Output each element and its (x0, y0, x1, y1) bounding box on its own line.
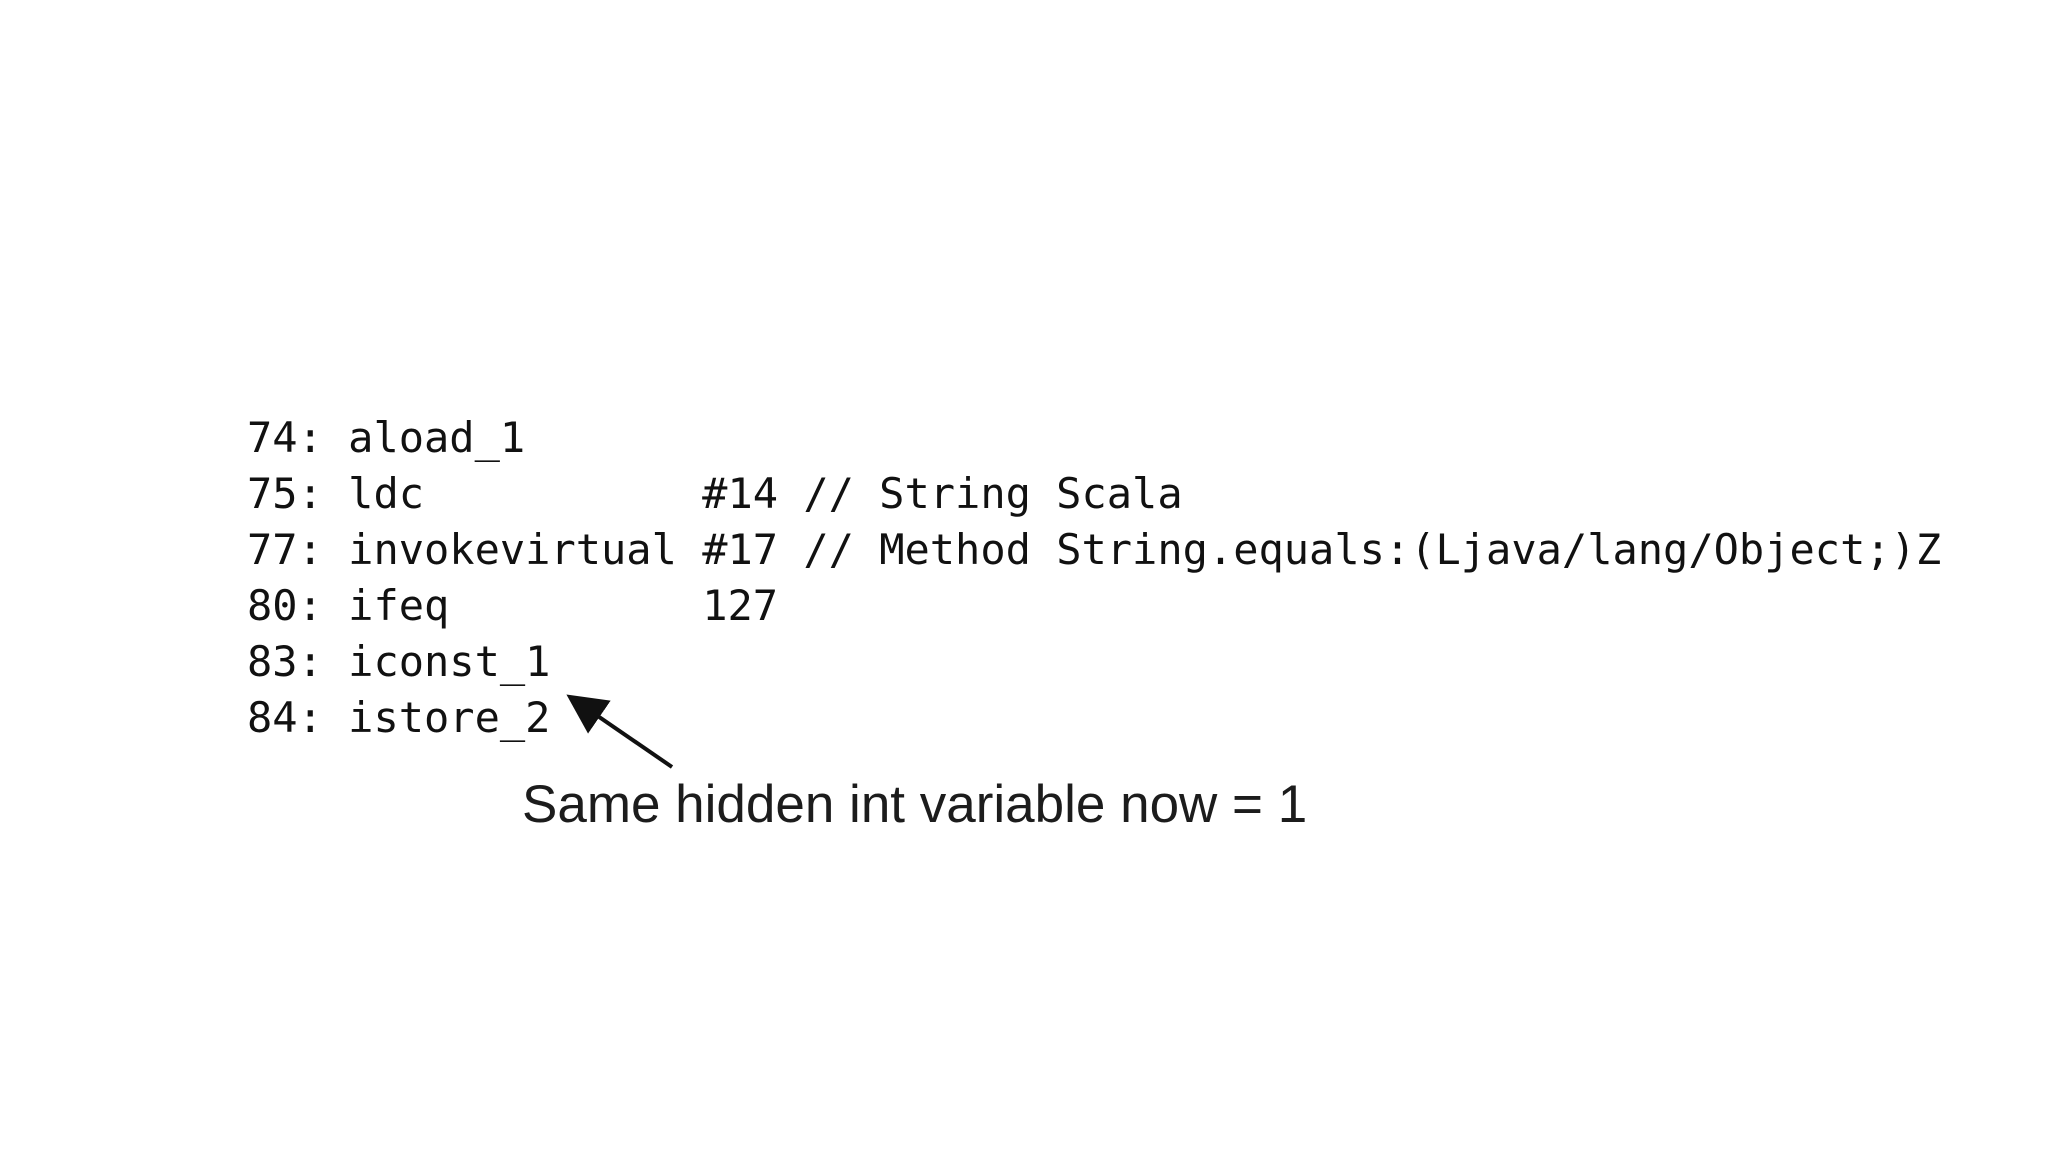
code-line: 83: iconst_1 (247, 634, 1941, 690)
code-opcode: invokevirtual (348, 525, 677, 574)
code-opcode: ifeq (348, 581, 450, 630)
code-address: 84: (247, 693, 323, 742)
code-address: 80: (247, 581, 323, 630)
code-opcode: aload_1 (348, 413, 526, 462)
annotation-text: Same hidden int variable now = 1 (522, 775, 1308, 834)
code-address: 75: (247, 469, 323, 518)
code-argument: 127 (702, 581, 779, 630)
code-line: 84: istore_2 (247, 690, 1941, 746)
code-argument: #17 // Method String.equals:(Ljava/lang/… (702, 525, 1942, 574)
code-opcode: ldc (348, 469, 425, 518)
code-line: 80: ifeq 127 (247, 578, 1941, 634)
code-address: 77: (247, 525, 323, 574)
code-opcode: istore_2 (348, 693, 551, 742)
code-line: 74: aload_1 (247, 410, 1941, 466)
code-address: 74: (247, 413, 323, 462)
code-address: 83: (247, 637, 323, 686)
code-line: 77: invokevirtual #17 // Method String.e… (247, 522, 1941, 578)
code-line: 75: ldc #14 // String Scala (247, 466, 1941, 522)
code-opcode: iconst_1 (348, 637, 551, 686)
code-argument: #14 // String Scala (702, 469, 1183, 518)
